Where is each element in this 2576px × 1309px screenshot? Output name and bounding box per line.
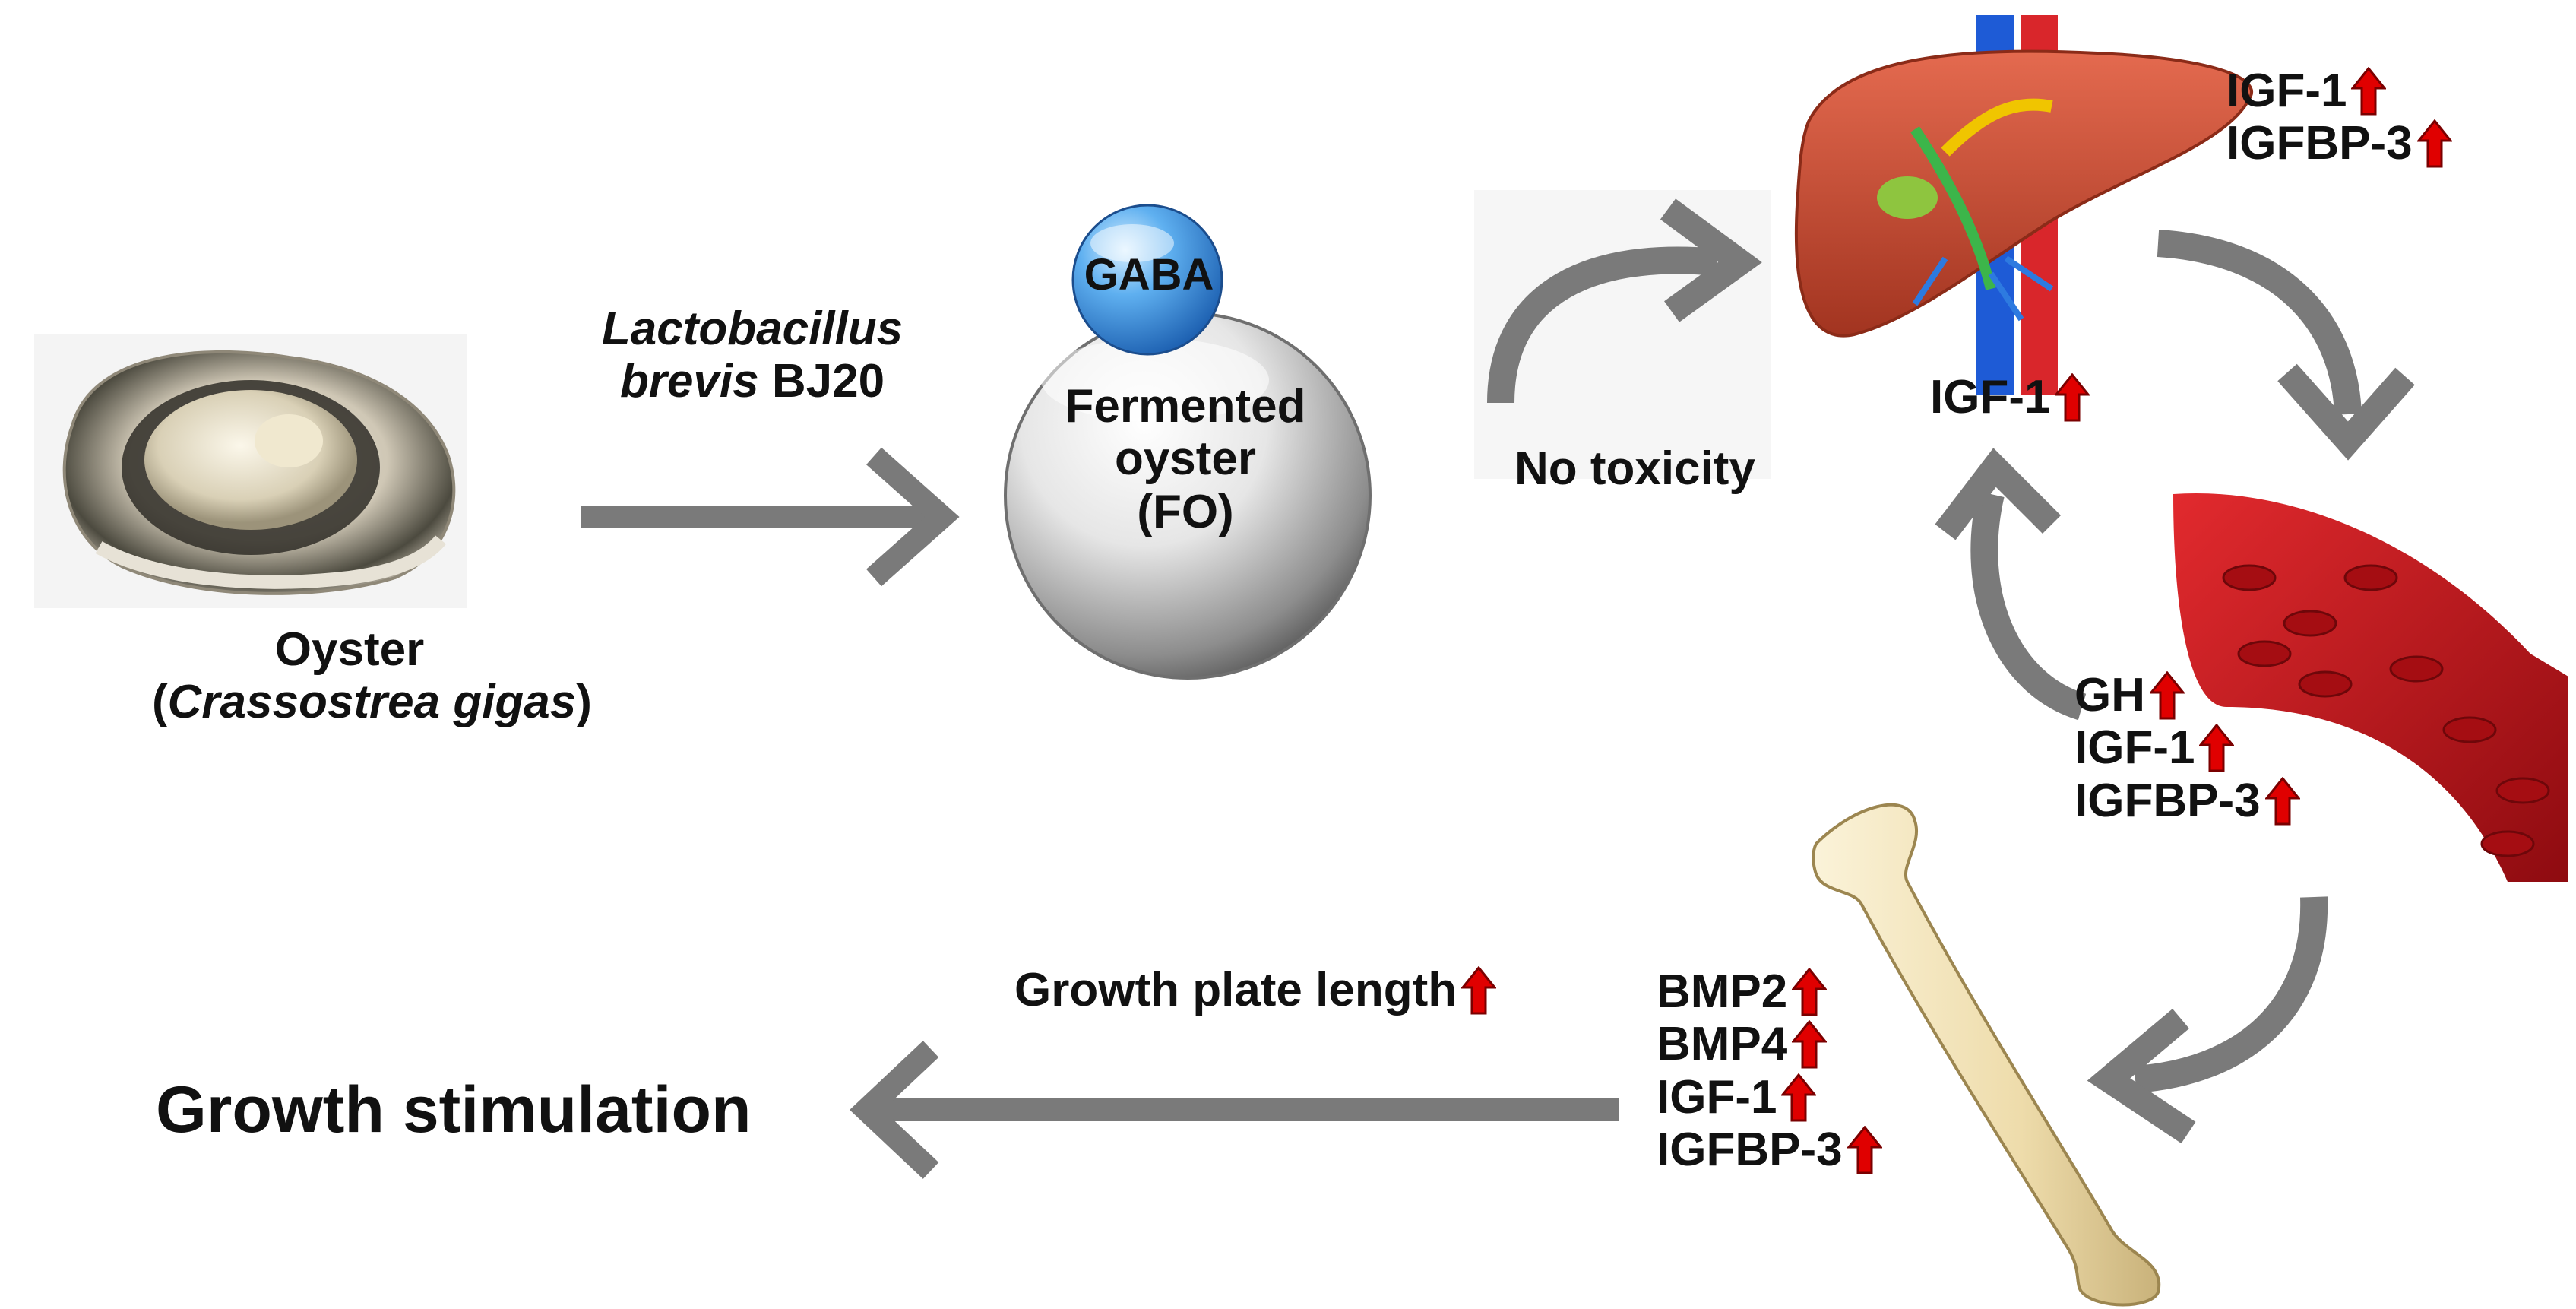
up-arrow-icon [2264,776,2300,826]
up-arrow-icon [2199,724,2235,772]
marker-label: IGF-1 [2074,721,2195,775]
no-toxicity-label: No toxicity [1514,442,1755,495]
up-arrow-icon [1792,967,1828,1016]
liver-marker-row: IGF-1 [2226,65,2452,117]
organism-strain: BJ20 [771,355,885,408]
up-arrow-icon [1847,1126,1882,1174]
bone-marker-row: BMP2 [1657,965,1882,1018]
growth-stimulation-label: Growth stimulation [156,1073,752,1146]
oyster-image [34,334,467,608]
serum-marker-row: GH [2074,669,2300,721]
up-arrow-icon [2150,670,2185,720]
species-close: ) [576,676,592,729]
marker-label: GH [2074,669,2145,721]
bone-marker-row: BMP4 [1657,1018,1882,1070]
oyster-species-line: (Crassostrea gigas) [152,676,592,729]
liver-output-label: IGF-1 [1930,371,2051,423]
organism-label: Lactobacillus brevis BJ20 [547,303,957,408]
marker-label: IGFBP-3 [2074,774,2261,827]
fo-line1: Fermented [1065,380,1306,433]
bone-marker-row: IGFBP-3 [1657,1124,1882,1176]
arrow-liver-to-blood [2157,230,2415,461]
arrow-blood-to-liver [1935,448,2087,721]
liver-image [1794,15,2253,395]
up-arrow-icon [1792,1020,1828,1069]
fermented-oyster-sphere [1004,312,1372,680]
liver-marker-row: IGFBP-3 [2226,117,2452,170]
growth-plate-text: Growth plate length [1014,964,1457,1016]
liver-output-marker: IGF-1 [1930,371,2090,423]
blood-vessel-image [2173,493,2568,882]
bone-marker-row: IGF-1 [1657,1071,1882,1124]
marker-label: IGFBP-3 [1657,1124,1843,1177]
serum-marker-row: IGF-1 [2074,721,2300,774]
bone-image [1812,803,2161,1307]
fo-line2: oyster [1114,433,1257,486]
up-arrow-icon [1461,965,1497,1015]
gaba-sphere [1071,204,1223,356]
organism-species: brevis [619,355,759,408]
marker-label: IGF-1 [1657,1070,1777,1124]
oyster-name: Oyster [274,623,425,676]
arrow-oyster-to-fo [581,447,960,587]
up-arrow-icon [2351,66,2387,116]
arrow-blood-to-bone [2087,896,2328,1144]
marker-label: BMP2 [1657,965,1788,1018]
up-arrow-icon [2055,372,2090,422]
growth-plate-label: Growth plate length [1014,964,1497,1016]
species-open: ( [152,676,168,729]
up-arrow-icon [2416,119,2452,168]
marker-label: BMP4 [1657,1018,1788,1071]
arrow-fo-to-liver [1474,190,1771,479]
marker-label: IGF-1 [2226,65,2347,117]
fo-line3: (FO) [1137,485,1234,538]
oyster-label: Oyster (Crassostrea gigas) [152,623,592,729]
gaba-badge-label: GABA [1084,250,1214,300]
fo-label: Fermented oyster (FO) [1056,380,1315,538]
oyster-species: Crassostrea gigas [167,676,577,729]
up-arrow-icon [1781,1073,1817,1122]
organism-genus: Lactobacillus [601,303,903,355]
arrow-to-outcome [850,1041,1619,1179]
serum-marker-row: IGFBP-3 [2074,775,2300,827]
marker-label: IGFBP-3 [2226,117,2413,170]
